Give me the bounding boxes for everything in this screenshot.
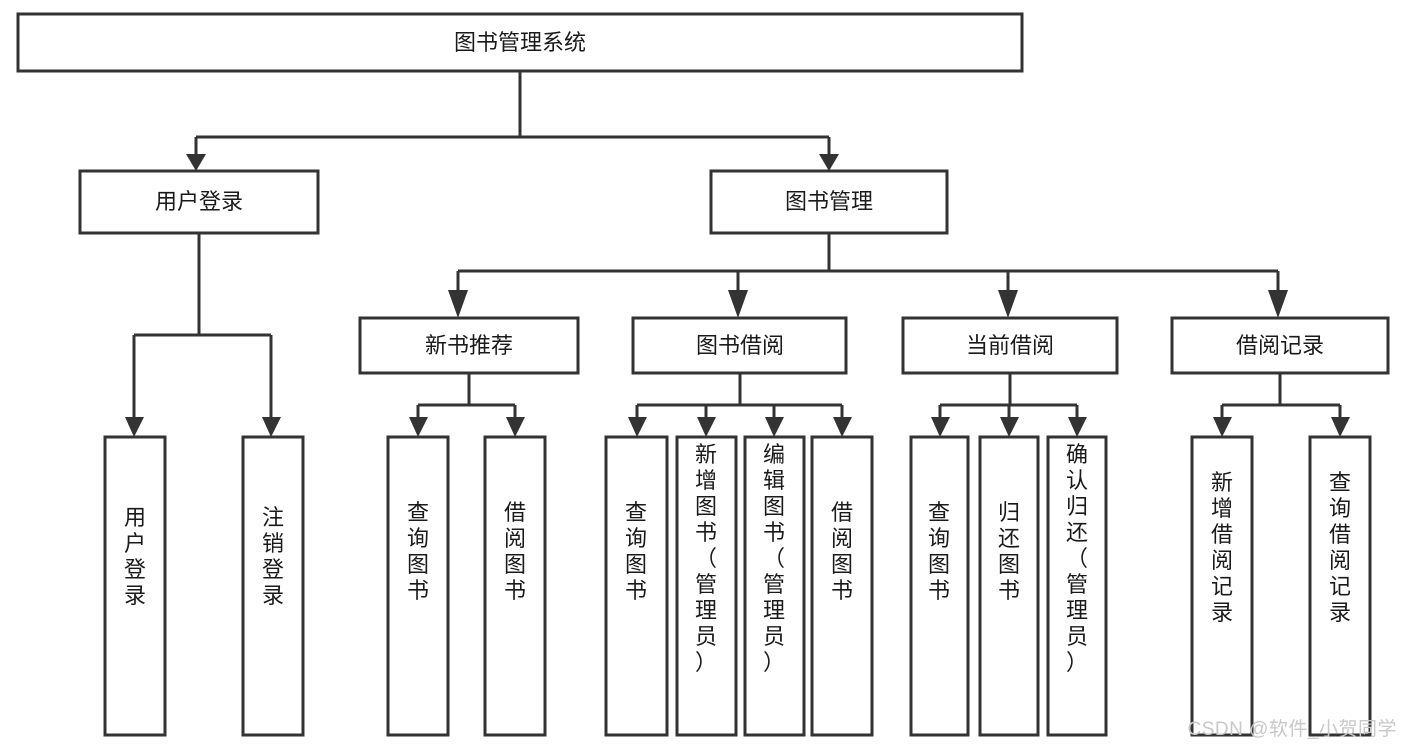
- arrow-current-borrow-leaf2: [1000, 417, 1019, 437]
- arrow-book-borrow-leaf4: [833, 417, 852, 437]
- arrow-root-to-user-login: [186, 154, 206, 171]
- leaf-edit-book-box[interactable]: [743, 435, 806, 737]
- node-current-borrow[interactable]: 当前借阅: [901, 316, 1119, 375]
- leaf-query-book-3-box[interactable]: [909, 435, 970, 737]
- current-borrow-box[interactable]: [901, 316, 1119, 375]
- leaf-user-logout-box[interactable]: [241, 435, 305, 737]
- current-borrow-label: 当前借阅: [966, 333, 1054, 358]
- leaf-query-borrow-record-box[interactable]: [1308, 435, 1372, 737]
- node-leaf-query-book-2[interactable]: 查询图书: [604, 435, 669, 737]
- leaf-return-book-label: 归还图书: [998, 500, 1020, 603]
- arrow-borrow-record-leaf2: [1331, 417, 1350, 437]
- leaf-user-login-label: 用户登录: [124, 505, 146, 608]
- arrow-root-to-book-manage: [819, 154, 839, 171]
- node-leaf-query-book-1[interactable]: 查询图书: [386, 435, 450, 737]
- node-leaf-borrow-book-2[interactable]: 借阅图书: [810, 435, 874, 737]
- leaf-return-book-box[interactable]: [978, 435, 1040, 737]
- leaf-borrow-book-2-label: 借阅图书: [831, 500, 853, 603]
- leaf-borrow-book-1-box[interactable]: [483, 435, 547, 737]
- node-leaf-add-book[interactable]: 新增图书（管理员）: [675, 435, 738, 737]
- book-borrow-label: 图书借阅: [696, 333, 784, 358]
- node-leaf-add-borrow-record[interactable]: 新增借阅记录: [1190, 435, 1254, 737]
- user-login-label: 用户登录: [155, 189, 243, 214]
- leaf-query-book-1-box[interactable]: [386, 435, 450, 737]
- node-book-borrow[interactable]: 图书借阅: [631, 316, 848, 375]
- leaf-add-borrow-record-box[interactable]: [1190, 435, 1254, 737]
- leaf-query-borrow-record-label: 查询借阅记录: [1329, 470, 1351, 625]
- leaf-borrow-book-1-label: 借阅图书: [504, 500, 526, 603]
- new-book-recommend-box[interactable]: [358, 316, 580, 375]
- user-login-box[interactable]: [78, 169, 320, 235]
- leaf-user-logout-label: 注销登录: [262, 505, 284, 608]
- leaf-confirm-return-label: 确认归还（管理员）: [1066, 442, 1088, 675]
- leaf-add-book-box[interactable]: [675, 435, 738, 737]
- arrow-bm-to-current-borrow: [998, 290, 1018, 318]
- arrow-current-borrow-leaf1: [931, 417, 950, 437]
- leaf-edit-book-label: 编辑图书（管理员）: [763, 442, 785, 675]
- arrow-new-book-leaf2: [506, 417, 525, 437]
- arrow-book-borrow-leaf3: [765, 417, 784, 437]
- node-leaf-user-login[interactable]: 用户登录: [103, 435, 167, 737]
- node-leaf-return-book[interactable]: 归还图书: [978, 435, 1040, 737]
- leaf-nodes-layer: 用户登录 注销登录 查询图书 借阅图书 查询图书 新增图书（管理员）: [103, 435, 1372, 737]
- csdn-watermark: CSDN @软件_小贺同学: [1187, 719, 1397, 740]
- leaf-confirm-return-box[interactable]: [1046, 435, 1108, 737]
- borrow-record-box[interactable]: [1170, 316, 1390, 375]
- leaf-query-book-2-label: 查询图书: [625, 500, 647, 603]
- node-new-book-recommend[interactable]: 新书推荐: [358, 316, 580, 375]
- leaf-query-book-1-label: 查询图书: [407, 500, 429, 603]
- leaf-query-book-3-label: 查询图书: [928, 500, 950, 603]
- node-leaf-borrow-book-1[interactable]: 借阅图书: [483, 435, 547, 737]
- borrow-record-label: 借阅记录: [1236, 333, 1324, 358]
- book-borrow-box[interactable]: [631, 316, 848, 375]
- arrow-bm-to-book-borrow: [728, 290, 748, 318]
- leaf-borrow-book-2-box[interactable]: [810, 435, 874, 737]
- node-book-manage[interactable]: 图书管理: [709, 169, 949, 235]
- leaf-query-book-2-box[interactable]: [604, 435, 669, 737]
- arrow-new-book-leaf1: [409, 417, 428, 437]
- arrow-bm-to-new-book: [448, 290, 468, 318]
- book-manage-label: 图书管理: [785, 189, 873, 214]
- node-user-login[interactable]: 用户登录: [78, 169, 320, 235]
- arrow-user-login-leaf1: [125, 417, 144, 437]
- node-leaf-edit-book[interactable]: 编辑图书（管理员）: [743, 435, 806, 737]
- root-box[interactable]: [16, 12, 1024, 73]
- connector-layer: [125, 71, 1350, 437]
- arrow-user-login-leaf2: [262, 417, 281, 437]
- new-book-recommend-label: 新书推荐: [425, 333, 513, 358]
- node-leaf-query-borrow-record[interactable]: 查询借阅记录: [1308, 435, 1372, 737]
- root-label: 图书管理系统: [454, 30, 586, 55]
- arrow-borrow-record-leaf1: [1213, 417, 1232, 437]
- node-leaf-confirm-return[interactable]: 确认归还（管理员）: [1046, 435, 1108, 737]
- node-leaf-query-book-3[interactable]: 查询图书: [909, 435, 970, 737]
- node-root[interactable]: 图书管理系统: [16, 12, 1024, 73]
- node-leaf-user-logout[interactable]: 注销登录: [241, 435, 305, 737]
- leaf-add-borrow-record-label: 新增借阅记录: [1211, 470, 1233, 625]
- book-manage-box[interactable]: [709, 169, 949, 235]
- arrow-book-borrow-leaf1: [628, 417, 647, 437]
- leaf-user-login-box[interactable]: [103, 435, 167, 737]
- node-borrow-record[interactable]: 借阅记录: [1170, 316, 1390, 375]
- arrow-current-borrow-leaf3: [1068, 417, 1087, 437]
- arrow-book-borrow-leaf2: [697, 417, 716, 437]
- arrow-bm-to-borrow-record: [1268, 290, 1288, 318]
- leaf-add-book-label: 新增图书（管理员）: [695, 442, 717, 675]
